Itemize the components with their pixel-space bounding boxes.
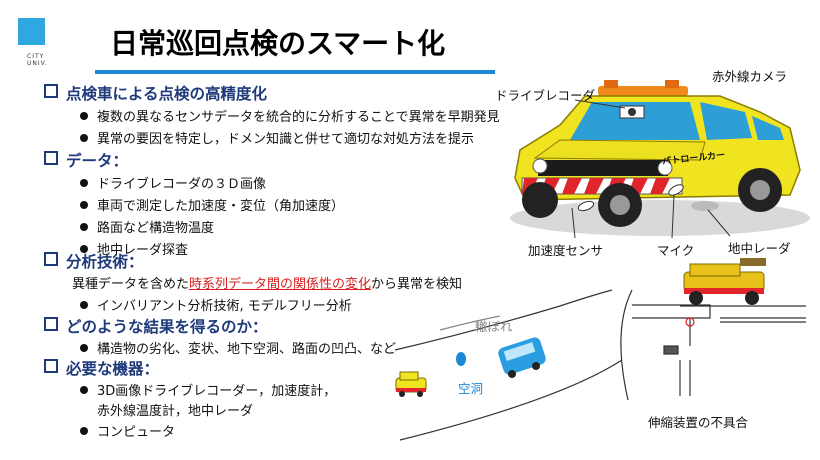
section-heading-precision: 点検車による点検の高精度化 xyxy=(44,82,267,104)
label-drive-recorder: ドライブレコーダ xyxy=(495,88,596,103)
section-heading-results: どのような結果を得るのか： xyxy=(44,315,268,337)
square-bullet-icon xyxy=(44,359,58,373)
bullet-item: 異常の要因を特定し，ドメン知識と併せて適切な対処方法を提示 xyxy=(80,128,474,147)
expansion-joint-illustration xyxy=(620,289,806,401)
square-bullet-icon xyxy=(44,151,58,165)
logo-mark xyxy=(18,18,45,45)
analysis-statement: 異種データを含めた時系列データ間の関係性の変化から異常を検知 xyxy=(72,277,463,292)
bullet-item: 3D画像ドライブレコーダー，加速度計， xyxy=(80,380,336,399)
square-bullet-icon xyxy=(44,84,58,98)
label-joint-defect: 伸縮装置の不具合 xyxy=(648,415,749,430)
bullet-dot-icon xyxy=(80,386,88,394)
bullet-item: 車両で測定した加速度・変位（角加速度） xyxy=(80,195,344,214)
section-heading-data: データ： xyxy=(44,149,128,171)
highlight-text: 時系列データ間の関係性の変化 xyxy=(189,277,372,292)
label-accel-sensor: 加速度センサ xyxy=(528,243,604,258)
bullet-dot-icon xyxy=(80,223,88,231)
bullet-dot-icon xyxy=(80,179,88,187)
title-underline xyxy=(95,70,495,74)
square-bullet-icon xyxy=(44,317,58,331)
bullet-dot-icon xyxy=(80,301,88,309)
square-bullet-icon xyxy=(44,252,58,266)
bullet-item: 複数の異なるセンサデータを統合的に分析することで異常を早期発見 xyxy=(80,106,500,125)
bullet-continuation: 赤外線温度計，地中レーダ xyxy=(97,404,254,419)
bullet-dot-icon xyxy=(80,344,88,352)
small-patrol-car-icon xyxy=(395,371,427,397)
patrol-car-illustration xyxy=(510,80,810,236)
bullet-dot-icon xyxy=(80,134,88,142)
logo-text: CITY UNIV. xyxy=(27,53,48,67)
label-mic: マイク xyxy=(657,243,695,258)
label-rut: 轍ぼれ xyxy=(475,319,513,334)
bullet-item: インバリアント分析技術, モデルフリー分析 xyxy=(80,295,352,314)
label-infrared-camera: 赤外線カメラ xyxy=(712,69,788,84)
bridge-patrol-car-icon xyxy=(683,258,766,305)
bullet-item: コンピュータ xyxy=(80,421,175,440)
bullet-item: 路面など構造物温度 xyxy=(80,217,214,236)
section-heading-analysis: 分析技術： xyxy=(44,250,144,272)
section-heading-equipment: 必要な機器： xyxy=(44,357,159,379)
bullet-dot-icon xyxy=(80,112,88,120)
bullet-dot-icon xyxy=(80,245,88,253)
bullet-item: 地中レーダ探査 xyxy=(80,239,188,258)
bullet-dot-icon xyxy=(80,427,88,435)
bullet-item: 構造物の劣化、変状、地下空洞、路面の凹凸、など xyxy=(80,338,396,357)
road-cavity-illustration xyxy=(394,289,623,441)
bullet-item: ドライブレコーダの３Ｄ画像 xyxy=(80,173,266,192)
bus-icon xyxy=(498,337,546,378)
page-title: 日常巡回点検のスマート化 xyxy=(110,27,446,60)
label-cavity: 空洞 xyxy=(458,381,484,396)
bullet-dot-icon xyxy=(80,201,88,209)
label-gpr: 地中レーダ xyxy=(728,241,791,256)
